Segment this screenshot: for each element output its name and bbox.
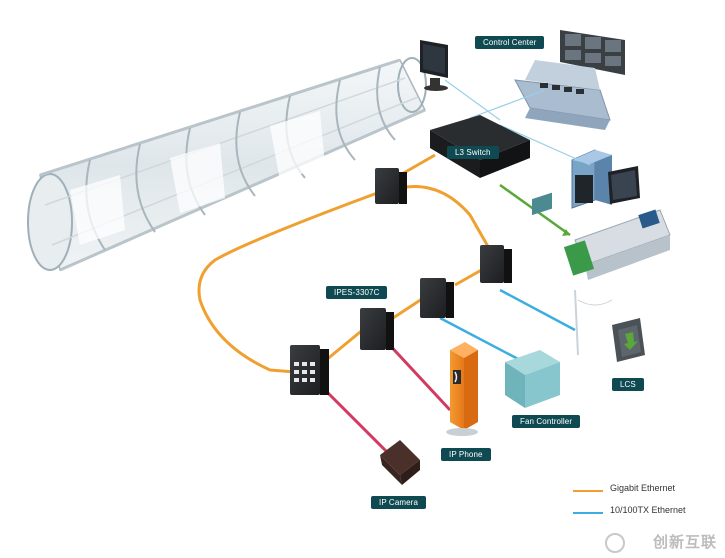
- legend-fast-line: [573, 512, 603, 514]
- control-center-console: [514, 30, 625, 130]
- lcs-panel: [574, 289, 645, 362]
- uplink-lines: [444, 79, 591, 166]
- sfp-module: [563, 209, 671, 280]
- switch-right: [480, 245, 512, 283]
- pink-links: [318, 338, 452, 457]
- fan-controller: [505, 192, 560, 408]
- ip-phone-booth: [446, 342, 478, 436]
- switch-mid: [420, 278, 454, 318]
- legend-fast-label: 10/100TX Ethernet: [610, 505, 686, 515]
- ip-camera: [380, 440, 420, 485]
- label-ip-camera: IP Camera: [371, 496, 426, 509]
- legend-gigabit-line: [573, 490, 603, 492]
- label-lcs: LCS: [612, 378, 644, 391]
- tunnel: [27, 57, 427, 272]
- watermark-text: 创新互联: [652, 534, 717, 551]
- label-fan-controller: Fan Controller: [512, 415, 581, 428]
- switch-top: [375, 168, 407, 204]
- server: [571, 149, 640, 209]
- fast-ethernet-links: [439, 288, 576, 362]
- label-ipes: IPES-3307C: [326, 286, 388, 299]
- switch-ipes: [360, 308, 394, 350]
- watermark-logo-icon: [605, 533, 625, 553]
- monitor: [420, 40, 448, 91]
- label-control-center: Control Center: [475, 36, 545, 49]
- label-l3-switch: L3 Switch: [447, 146, 499, 159]
- label-ip-phone: IP Phone: [441, 448, 491, 461]
- legend-gigabit-label: Gigabit Ethernet: [610, 483, 676, 493]
- switch-left: [290, 345, 329, 395]
